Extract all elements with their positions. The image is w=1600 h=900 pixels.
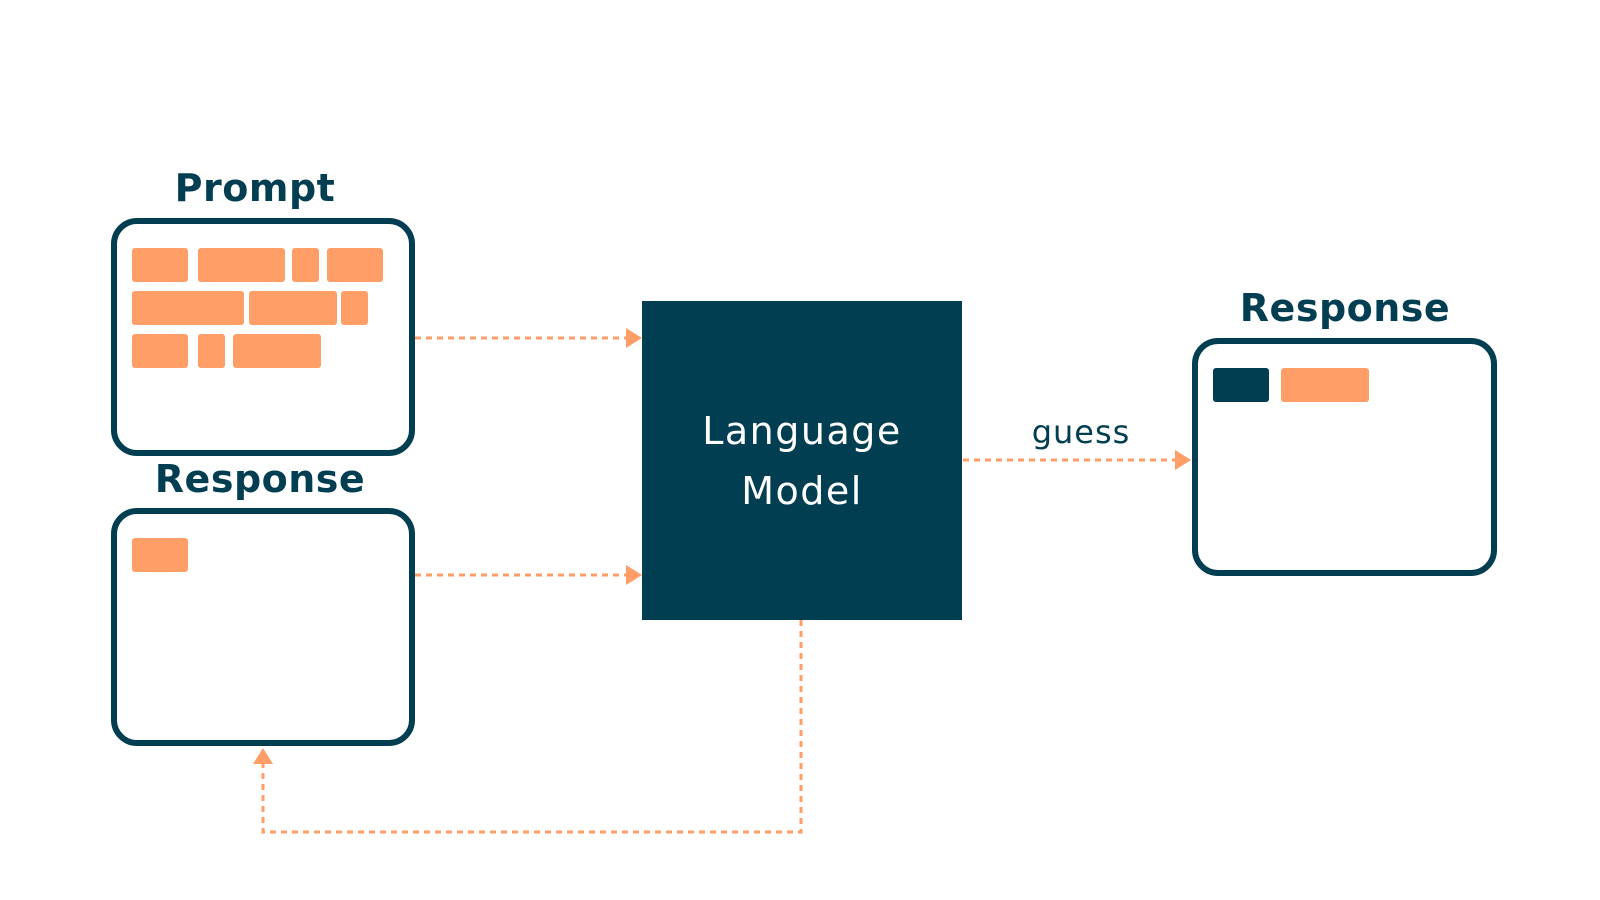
prompt-token [341,291,368,325]
output-response-panel [1192,338,1497,576]
prompt-token [233,334,321,368]
prompt-token [198,248,285,282]
prompt-token [292,248,319,282]
language-model-box: Language Model [642,301,962,620]
guess-arrowhead [1175,450,1191,470]
response-to-model-arrowhead [626,565,642,585]
feedback-loop-arrowhead [253,748,273,764]
guess-label: guess [1031,413,1131,451]
prompt-panel [111,218,415,456]
prompt-token [132,248,188,282]
input-response-panel [111,508,415,746]
output-token [1281,368,1369,402]
output-token-dark [1213,368,1269,402]
language-model-label-line-2: Model [741,468,863,513]
prompt-token [132,291,244,325]
prompt-token [198,334,225,368]
prompt-token [249,291,337,325]
output-response-title: Response [1239,286,1451,330]
response-token [132,538,188,572]
prompt-token [132,334,188,368]
prompt-token [327,248,383,282]
prompt-title: Prompt [174,166,336,210]
prompt-to-model-arrowhead [626,328,642,348]
input-response-title: Response [154,457,366,501]
language-model-label-line-1: Language [702,408,902,453]
